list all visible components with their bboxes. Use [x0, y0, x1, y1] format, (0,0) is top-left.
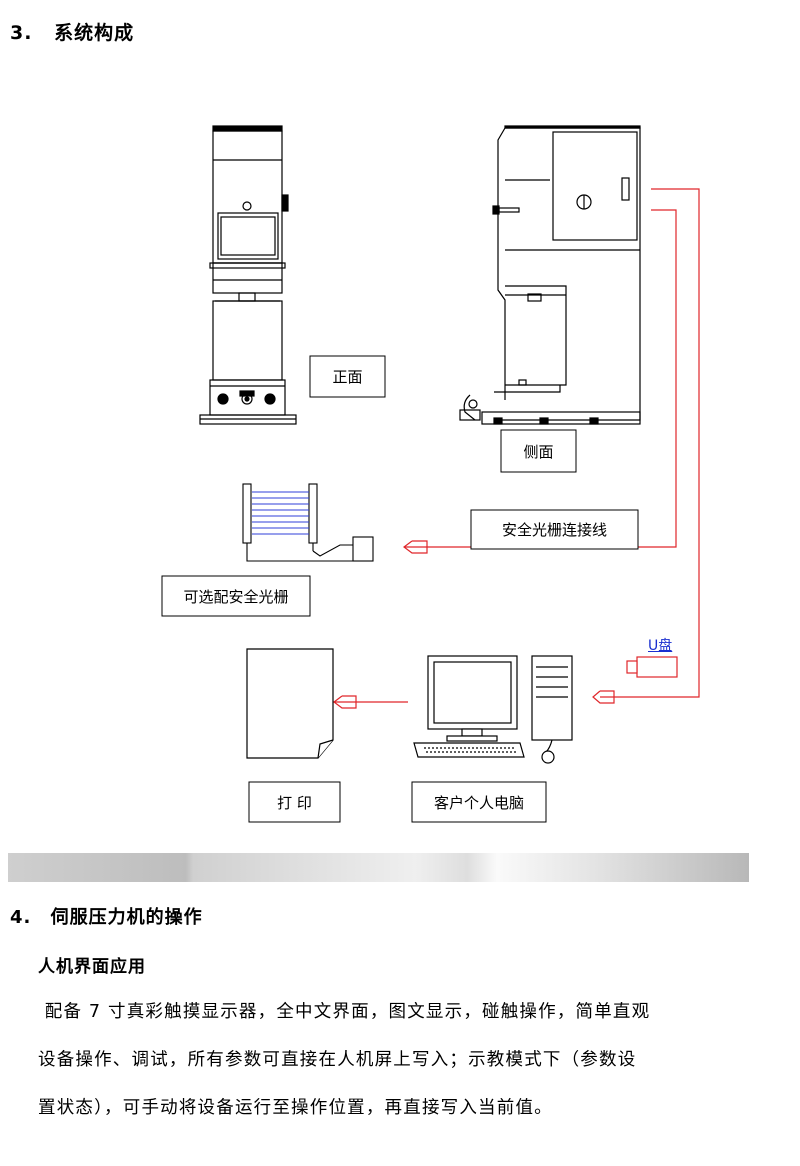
- label-front: 正面: [332, 368, 363, 386]
- system-diagram: [161, 125, 700, 823]
- section-4-number: 4.: [10, 907, 32, 928]
- section-3-title: 系统构成: [54, 22, 135, 44]
- paragraph-line: 置状态），可手动将设备运行至操作位置，再直接写入当前值。: [38, 1098, 553, 1118]
- label-light-curtain: 可选配安全光栅: [183, 587, 289, 606]
- press-side-view: [459, 125, 641, 425]
- light-curtain: [242, 483, 374, 562]
- label-print: 打 印: [277, 793, 312, 812]
- section-4-paragraph: 配备 7 寸真彩触摸显示器，全中文界面，图文显示，碰触操作，简单直观 设备操作、…: [38, 994, 768, 1126]
- label-pc: 客户个人电脑: [433, 793, 524, 812]
- paragraph-line: 配备 7 寸真彩触摸显示器，全中文界面，图文显示，碰触操作，简单直观: [38, 1002, 651, 1022]
- section-divider: [8, 853, 749, 882]
- label-usb: U盘: [648, 638, 673, 654]
- press-front-view: [199, 125, 297, 425]
- section-4-title: 伺服压力机的操作: [50, 907, 203, 928]
- label-cable: 安全光栅连接线: [501, 521, 607, 539]
- section-4-heading: 4. 伺服压力机的操作: [10, 903, 203, 929]
- connection-lines: [333, 188, 700, 709]
- light-curtain-beams: [252, 491, 309, 535]
- personal-computer: [413, 655, 573, 764]
- paragraph-line: 设备操作、调试，所有参数可直接在人机屏上写入；示教模式下（参数设: [38, 1050, 637, 1070]
- label-side: 侧面: [523, 442, 554, 461]
- section-3-number: 3.: [10, 22, 33, 44]
- usb-drive: [626, 656, 678, 678]
- section-3-heading: 3. 系统构成: [10, 18, 134, 45]
- section-4-subtitle: 人机界面应用: [38, 957, 146, 977]
- printed-page: [246, 648, 334, 759]
